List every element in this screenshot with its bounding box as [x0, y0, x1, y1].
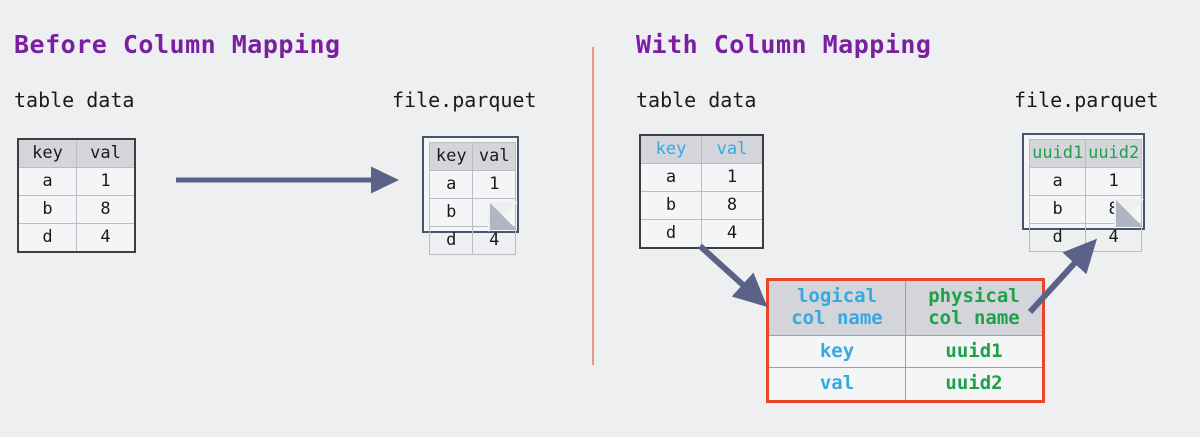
left-file-caption: file.parquet — [392, 88, 537, 112]
table-row: b 8 — [17, 195, 136, 224]
cell-uuid1: b — [1028, 195, 1087, 224]
right-source-table: key val a 1 b 8 d 4 — [639, 134, 764, 249]
cell-uuid2: 1 — [1085, 167, 1142, 196]
col-header-uuid1: uuid1 — [1028, 139, 1087, 168]
col-header-val: val — [472, 142, 516, 171]
col-header-uuid2: uuid2 — [1085, 139, 1142, 168]
table-row: d 4 — [17, 223, 136, 253]
table-header-row: logical col name physical col name — [767, 279, 1044, 336]
cell-val: 4 — [701, 219, 764, 249]
table-row: val uuid2 — [767, 367, 1044, 402]
cell-val: 1 — [76, 167, 136, 196]
left-panel-title: Before Column Mapping — [14, 30, 341, 59]
right-file-table: uuid1 uuid2 a 1 b 8 d 4 — [1028, 139, 1142, 252]
cell-key: d — [428, 226, 474, 255]
col-header-val: val — [701, 134, 764, 164]
cell-val: 8 — [701, 191, 764, 220]
left-file-table: key val a 1 b 8 d 4 — [428, 142, 516, 255]
logical-header-line2: col name — [791, 307, 883, 330]
cell-val: 1 — [701, 163, 764, 192]
right-panel-title: With Column Mapping — [636, 30, 932, 59]
col-header-key: key — [428, 142, 474, 171]
cell-val: 8 — [76, 195, 136, 224]
table-row: a 1 — [17, 167, 136, 196]
right-parquet-file-icon: uuid1 uuid2 a 1 b 8 d 4 — [1022, 133, 1145, 252]
col-header-physical-col-name: physical col name — [905, 279, 1044, 336]
table-row: d 4 — [639, 219, 764, 249]
cell-key: a — [639, 163, 702, 192]
table-row: a 1 — [639, 163, 764, 192]
col-header-val: val — [76, 138, 136, 168]
cell-logical-name: val — [767, 367, 906, 402]
physical-header-line1: physical — [928, 285, 1020, 307]
cell-key: a — [17, 167, 77, 196]
right-table-caption: table data — [636, 88, 757, 112]
cell-logical-name: key — [767, 334, 906, 369]
table-row: key uuid1 — [767, 334, 1044, 369]
table-header-row: uuid1 uuid2 — [1028, 139, 1142, 168]
right-file-caption: file.parquet — [1014, 88, 1159, 112]
cell-key: a — [428, 170, 474, 199]
cell-key: b — [639, 191, 702, 220]
cell-uuid1: d — [1028, 223, 1087, 252]
panel-divider — [592, 47, 594, 365]
col-header-logical-col-name: logical col name — [767, 279, 906, 336]
cell-physical-name: uuid2 — [905, 367, 1044, 402]
physical-header-line2: col name — [928, 307, 1020, 330]
col-header-key: key — [639, 134, 702, 164]
left-source-table: key val a 1 b 8 d 4 — [17, 138, 136, 253]
cell-uuid1: a — [1028, 167, 1087, 196]
cell-key: b — [428, 198, 474, 227]
left-table-caption: table data — [14, 88, 135, 112]
table-header-row: key val — [639, 134, 764, 164]
arrow-table-to-mapping — [697, 243, 768, 308]
page-fold-icon — [1116, 200, 1143, 227]
table-header-row: key val — [17, 138, 136, 168]
logical-header-line1: logical — [796, 285, 878, 307]
cell-key: d — [639, 219, 702, 249]
cell-physical-name: uuid1 — [905, 334, 1044, 369]
col-header-key: key — [17, 138, 77, 168]
cell-key: b — [17, 195, 77, 224]
cell-val: 1 — [472, 170, 516, 199]
column-mapping-table: logical col name physical col name key u… — [766, 278, 1045, 403]
left-parquet-file-icon: key val a 1 b 8 d 4 — [422, 136, 519, 255]
table-row: a 1 — [428, 170, 516, 199]
page-fold-icon — [490, 203, 517, 230]
cell-key: d — [17, 223, 77, 253]
table-header-row: key val — [428, 142, 516, 171]
cell-val: 4 — [76, 223, 136, 253]
table-row: a 1 — [1028, 167, 1142, 196]
table-row: b 8 — [639, 191, 764, 220]
